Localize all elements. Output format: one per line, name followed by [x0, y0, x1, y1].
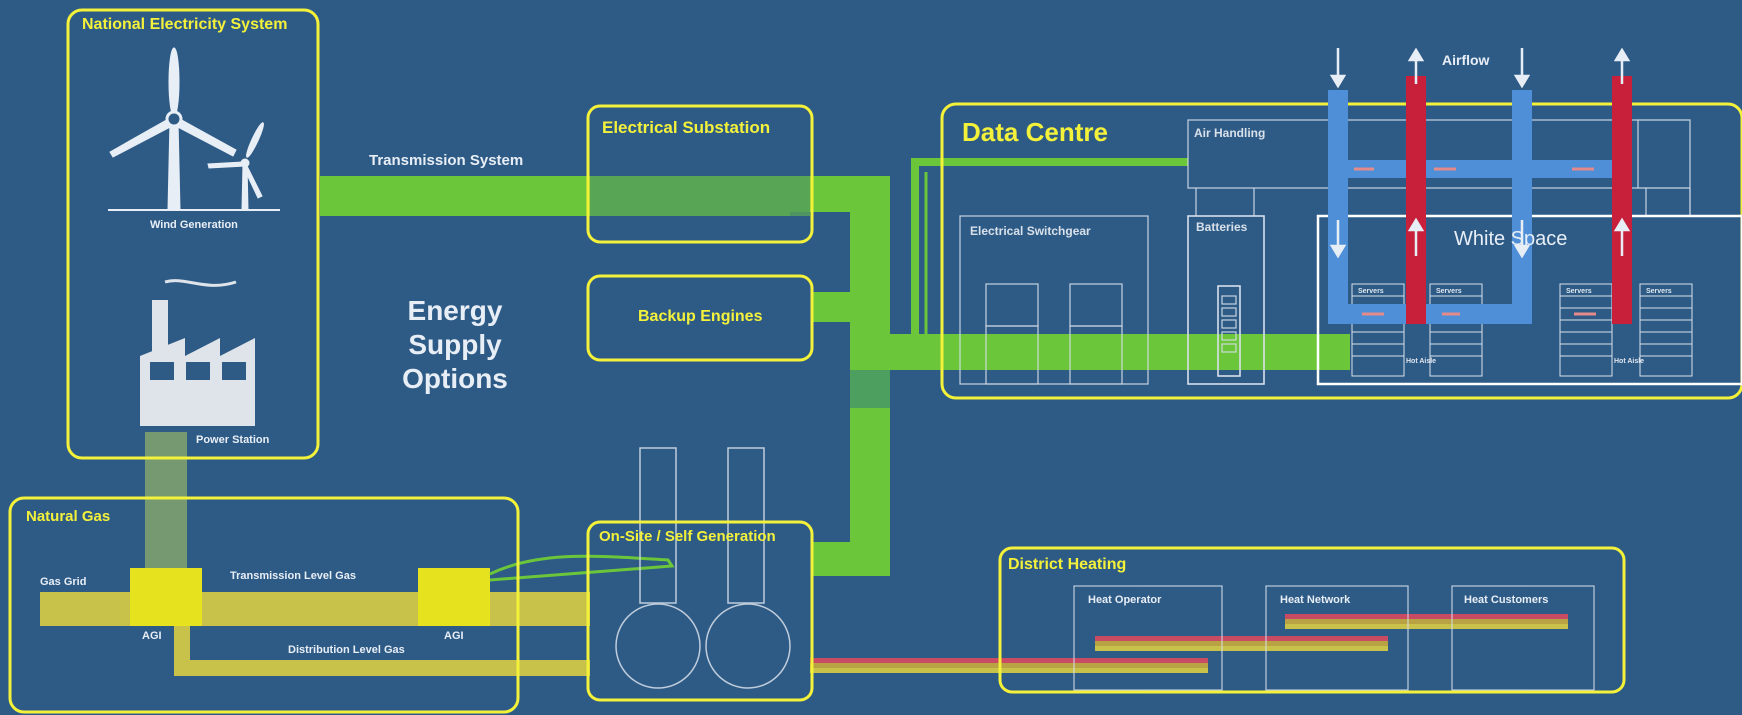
heat-pipes — [810, 614, 1568, 673]
airflow-arrows — [1329, 47, 1631, 259]
energy-supply-options-title: Energy Supply Options — [402, 295, 508, 394]
air-handling-label: Air Handling — [1194, 126, 1266, 140]
district-heating-title: District Heating — [1008, 556, 1127, 573]
backup-engines-flow — [812, 292, 862, 322]
district-heating-columns — [1073, 585, 1595, 691]
electrical-switchgear-label: Electrical Switchgear — [970, 224, 1091, 238]
wind-turbine-icon — [108, 47, 280, 211]
white-space-label: White Space — [1454, 228, 1568, 250]
gas-grid-label: Gas Grid — [40, 576, 87, 588]
distribution-gas-line — [174, 626, 590, 676]
servers-label: Servers — [1646, 288, 1672, 295]
onsite-generation-chimneys — [615, 447, 791, 689]
heat-network-label: Heat Network — [1280, 594, 1351, 606]
natural-gas-title: Natural Gas — [26, 508, 111, 525]
transmission-system-label: Transmission System — [369, 152, 524, 169]
natural-gas-box — [8, 496, 520, 714]
battery-icon — [1187, 215, 1265, 385]
power-station-label: Power Station — [196, 434, 270, 446]
airflow-ducts — [1328, 76, 1632, 324]
onsite-generation-flow — [812, 542, 890, 576]
air-handling-feed — [911, 158, 1188, 334]
wind-generation-label: Wind Generation — [150, 219, 238, 231]
gas-lines — [40, 432, 675, 676]
onsite-generation-title: On-Site / Self Generation — [599, 528, 776, 545]
power-station-icon — [140, 279, 255, 426]
backup-engines-box — [586, 274, 814, 362]
airflow-label: Airflow — [1442, 52, 1490, 68]
heat-customers-label: Heat Customers — [1464, 594, 1549, 606]
servers-label: Servers — [1566, 288, 1592, 295]
agi-right-block — [418, 568, 490, 626]
national-electricity-system-title: National Electricity System — [82, 16, 288, 33]
agi-left-block — [130, 568, 202, 626]
agi-label: AGI — [142, 630, 162, 642]
district-heating-box — [998, 546, 1626, 694]
national-electricity-box — [66, 8, 320, 460]
substation-box — [586, 104, 814, 244]
onsite-generation-box — [586, 520, 814, 702]
distribution-level-gas-label: Distribution Level Gas — [288, 644, 405, 656]
agi-label: AGI — [444, 630, 464, 642]
hot-aisle-label: Hot Aisle — [1406, 358, 1437, 365]
batteries-label: Batteries — [1196, 220, 1248, 234]
servers-label: Servers — [1358, 288, 1384, 295]
data-centre-title: Data Centre — [962, 117, 1108, 147]
heat-operator-label: Heat Operator — [1088, 594, 1162, 606]
electrical-substation-title: Electrical Substation — [602, 118, 771, 137]
servers-label: Servers — [1436, 288, 1462, 295]
backup-engines-title: Backup Engines — [638, 308, 763, 325]
hot-aisle-label: Hot Aisle — [1614, 358, 1645, 365]
transmission-level-gas-label: Transmission Level Gas — [230, 570, 356, 582]
